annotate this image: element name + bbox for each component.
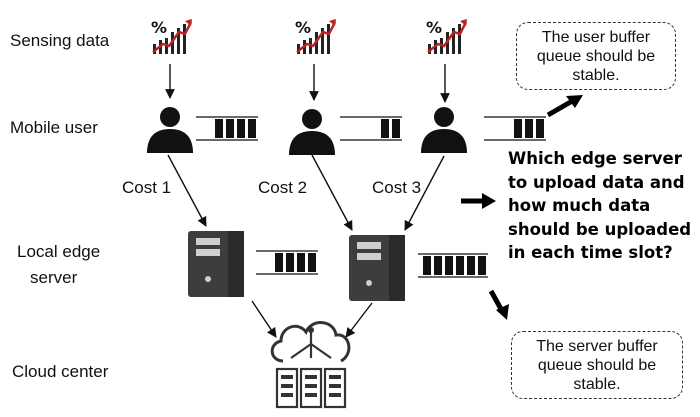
- server-queue-2: [418, 253, 488, 278]
- user-queue-3-block: [514, 119, 522, 138]
- user-buffer-note-line-2: queue should be: [536, 47, 656, 65]
- row-label-sensing-data: Sensing data: [10, 31, 110, 50]
- server-buffer-note: The server buffer queue should be stable…: [511, 331, 683, 399]
- user-queue-2-block: [381, 119, 389, 138]
- server-queue-1-block: [297, 253, 305, 272]
- user-queue-3: [484, 116, 546, 141]
- question-line-3: how much data: [508, 196, 651, 215]
- cost-label-3: Cost 3: [372, 178, 422, 197]
- server-queue-1-block: [308, 253, 316, 272]
- user-icon-2: [289, 109, 335, 155]
- server-queue-1-block: [275, 253, 283, 272]
- server-buffer-note-line-1: The server buffer: [536, 337, 658, 355]
- server-queue-2-block: [423, 256, 431, 275]
- question-line-4: should be uploaded: [508, 219, 692, 239]
- edge-server-icon-1: [188, 231, 244, 297]
- arrow-user3-server2: [404, 155, 445, 231]
- user-queue-1: [196, 116, 258, 141]
- arrow-server1-cloud: [251, 300, 277, 338]
- server-queue-2-block: [478, 256, 486, 275]
- question-text: Which edge server to upload data and how…: [508, 147, 698, 265]
- row-label-cloud-center: Cloud center: [12, 362, 109, 381]
- row-label-server: server: [30, 268, 78, 287]
- server-queue-2-block: [456, 256, 464, 275]
- user-buffer-note-line-3: stable.: [572, 66, 620, 84]
- server-buffer-note-line-3: stable.: [573, 375, 621, 393]
- server-queue-1-block: [286, 253, 294, 272]
- cost-label-1: Cost 1: [122, 178, 172, 197]
- user-icon-3: [421, 107, 467, 153]
- user-queue-2: [340, 116, 402, 141]
- arrow-user2-server2: [311, 154, 353, 231]
- user-buffer-note: The user buffer queue should be stable.: [516, 22, 676, 90]
- question-line-2: to upload data and: [508, 172, 685, 192]
- arrow-server2-cloud: [345, 302, 373, 338]
- question-line-1: Which edge server: [508, 149, 682, 168]
- arrow-user1-server1: [167, 154, 207, 227]
- arrow-to-server-buffer-note: [488, 289, 509, 320]
- row-label-mobile-user: Mobile user: [10, 118, 98, 137]
- sensing-icon-3: [424, 16, 469, 56]
- row-label-local-edge: Local edge: [17, 242, 101, 261]
- server-buffer-note-line-2: queue should be: [537, 356, 657, 374]
- user-icon-1: [147, 107, 193, 153]
- edge-server-icon-2: [349, 235, 405, 301]
- server-queue-1: [256, 250, 318, 275]
- user-queue-1-block: [237, 119, 245, 138]
- question-line-5: in each time slot?: [508, 243, 673, 262]
- sensing-icon-1: [149, 16, 194, 56]
- user-queue-1-block: [215, 119, 223, 138]
- user-queue-3-block: [525, 119, 533, 138]
- server-queue-2-block: [445, 256, 453, 275]
- cost-label-2: Cost 2: [258, 178, 308, 197]
- cloud-center-icon: [270, 321, 351, 409]
- user-queue-3-block: [536, 119, 544, 138]
- sensing-icon-2: [293, 16, 338, 56]
- server-queue-2-block: [467, 256, 475, 275]
- user-queue-1-block: [226, 119, 234, 138]
- user-buffer-note-line-1: The user buffer: [541, 28, 651, 46]
- server-queue-2-block: [434, 256, 442, 275]
- arrow-to-question: [461, 193, 496, 209]
- user-queue-2-block: [392, 119, 400, 138]
- user-queue-1-block: [248, 119, 256, 138]
- arrow-to-user-buffer-note: [546, 95, 583, 118]
